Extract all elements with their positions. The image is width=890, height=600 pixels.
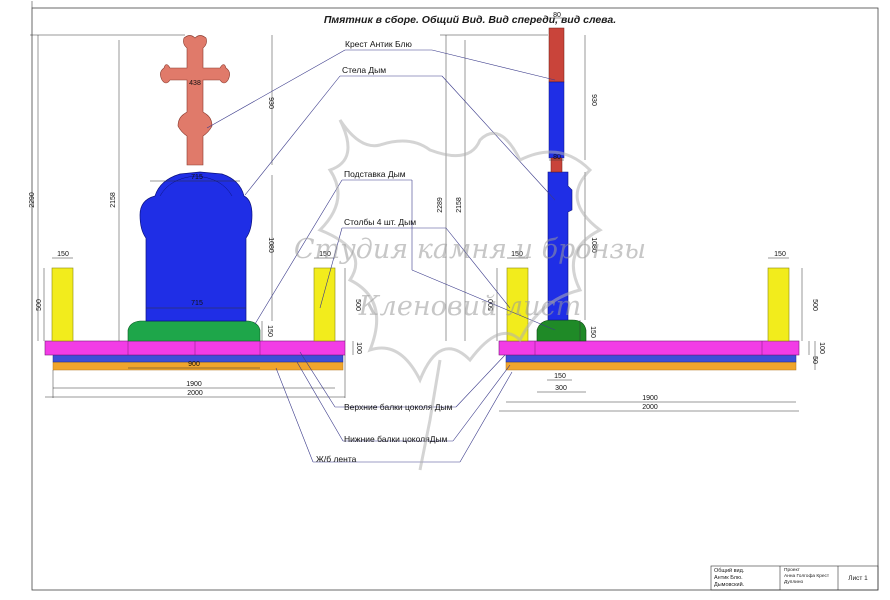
watermark-line2: Кленовий лист [358, 291, 582, 322]
callout-stele: Стела Дым [342, 65, 386, 75]
side-base-height-2: 50 [811, 356, 818, 364]
side-post-right-height: 500 [811, 299, 818, 311]
front-post-left [51, 267, 74, 342]
tb-project-l3: Дуплино [784, 579, 803, 585]
side-plinth-width: 1900 [642, 395, 658, 402]
sheet-frame [31, 7, 879, 591]
front-stele-cross-height: 2158 [110, 192, 117, 208]
side-post-left-height: 500 [488, 299, 495, 311]
front-post-right [313, 267, 336, 342]
side-view: 80 930 80 2289 2158 1080 150 500 150 500… [437, 12, 825, 412]
side-stand-height: 150 [589, 326, 596, 338]
callout-lower-beams: Нижние балки цоколяДым [344, 434, 448, 444]
front-stand-width: 900 [188, 361, 200, 368]
front-stele-height: 1080 [267, 237, 274, 253]
side-post-right-width: 150 [774, 251, 786, 258]
front-stele-bottom-width: 715 [191, 300, 203, 307]
side-total-height: 2289 [437, 197, 444, 213]
front-post-right-height: 500 [354, 299, 361, 311]
front-stele [139, 171, 253, 322]
side-cross-height: 930 [590, 94, 597, 106]
side-stele-cross-height: 2158 [456, 197, 463, 213]
callout-posts: Столбы 4 шт. Дым [344, 217, 416, 227]
tb-project-l1: Проект [784, 567, 801, 573]
front-post-left-height: 500 [36, 299, 43, 311]
front-post-right-width: 150 [319, 251, 331, 258]
callout-cross: Крест Антик Блю [345, 39, 412, 49]
front-stand [127, 320, 261, 342]
drawing-title: Пмятник в сборе. Общий Вид. Вид спереди,… [324, 14, 616, 26]
cross-width-dim: 438 [189, 80, 201, 87]
callout-stand: Подставка Дым [344, 169, 406, 179]
side-cross-bottom-width: 80 [553, 154, 561, 161]
tb-line2: Антик Блю. [714, 575, 743, 581]
side-stand [536, 319, 587, 342]
front-plinth-width: 1900 [186, 381, 202, 388]
side-post-left-width: 150 [511, 251, 523, 258]
stele-inner-arch [159, 175, 233, 197]
maple-leaf-watermark [317, 119, 603, 471]
side-strip-width: 2000 [642, 404, 658, 411]
tb-line3: Дымовский. [714, 581, 745, 588]
front-dimension-lines [30, 34, 354, 398]
side-cross-top-width: 80 [553, 12, 561, 19]
side-post-right [767, 267, 790, 342]
front-stele-top-width: 715 [191, 174, 203, 181]
watermark-line1: Студия камня и бронзы [294, 234, 646, 265]
callout-leaders [206, 49, 556, 463]
title-block: Общий вид. Антик Блю. Дымовский. Проект … [710, 565, 879, 591]
front-base-height: 100 [355, 342, 362, 354]
callout-strip: Ж/б лента [316, 454, 357, 464]
front-cross-height: 930 [267, 97, 274, 109]
side-dimension-lines [440, 17, 816, 412]
side-stele-height: 1080 [590, 237, 597, 253]
side-cross-top [548, 27, 565, 83]
tb-project-l2: Анна Голгофа Крест [784, 573, 830, 579]
front-cross [160, 35, 230, 166]
tb-sheet: Лист 1 [848, 575, 868, 582]
side-cross-base [550, 157, 563, 173]
front-view: 438 2290 2158 930 715 715 1080 [29, 34, 362, 398]
side-upper-beams [498, 340, 800, 356]
side-stand-depth: 150 [554, 373, 566, 380]
side-cross-blue [548, 81, 565, 159]
tb-line1: Общий вид. [714, 567, 745, 574]
side-stand-width: 300 [555, 385, 567, 392]
watermark: Студия камня и бронзы Кленовий лист [294, 119, 646, 471]
front-stand-height: 150 [266, 325, 273, 337]
front-strip-width: 2000 [187, 390, 203, 397]
callout-upper-beams: Верхние балки цоколя Дым [344, 402, 453, 412]
front-post-left-width: 150 [57, 251, 69, 258]
front-total-height: 2290 [29, 192, 36, 208]
side-concrete-strip [505, 361, 797, 371]
side-base-height: 100 [818, 342, 825, 354]
side-lower-beams [505, 354, 797, 363]
